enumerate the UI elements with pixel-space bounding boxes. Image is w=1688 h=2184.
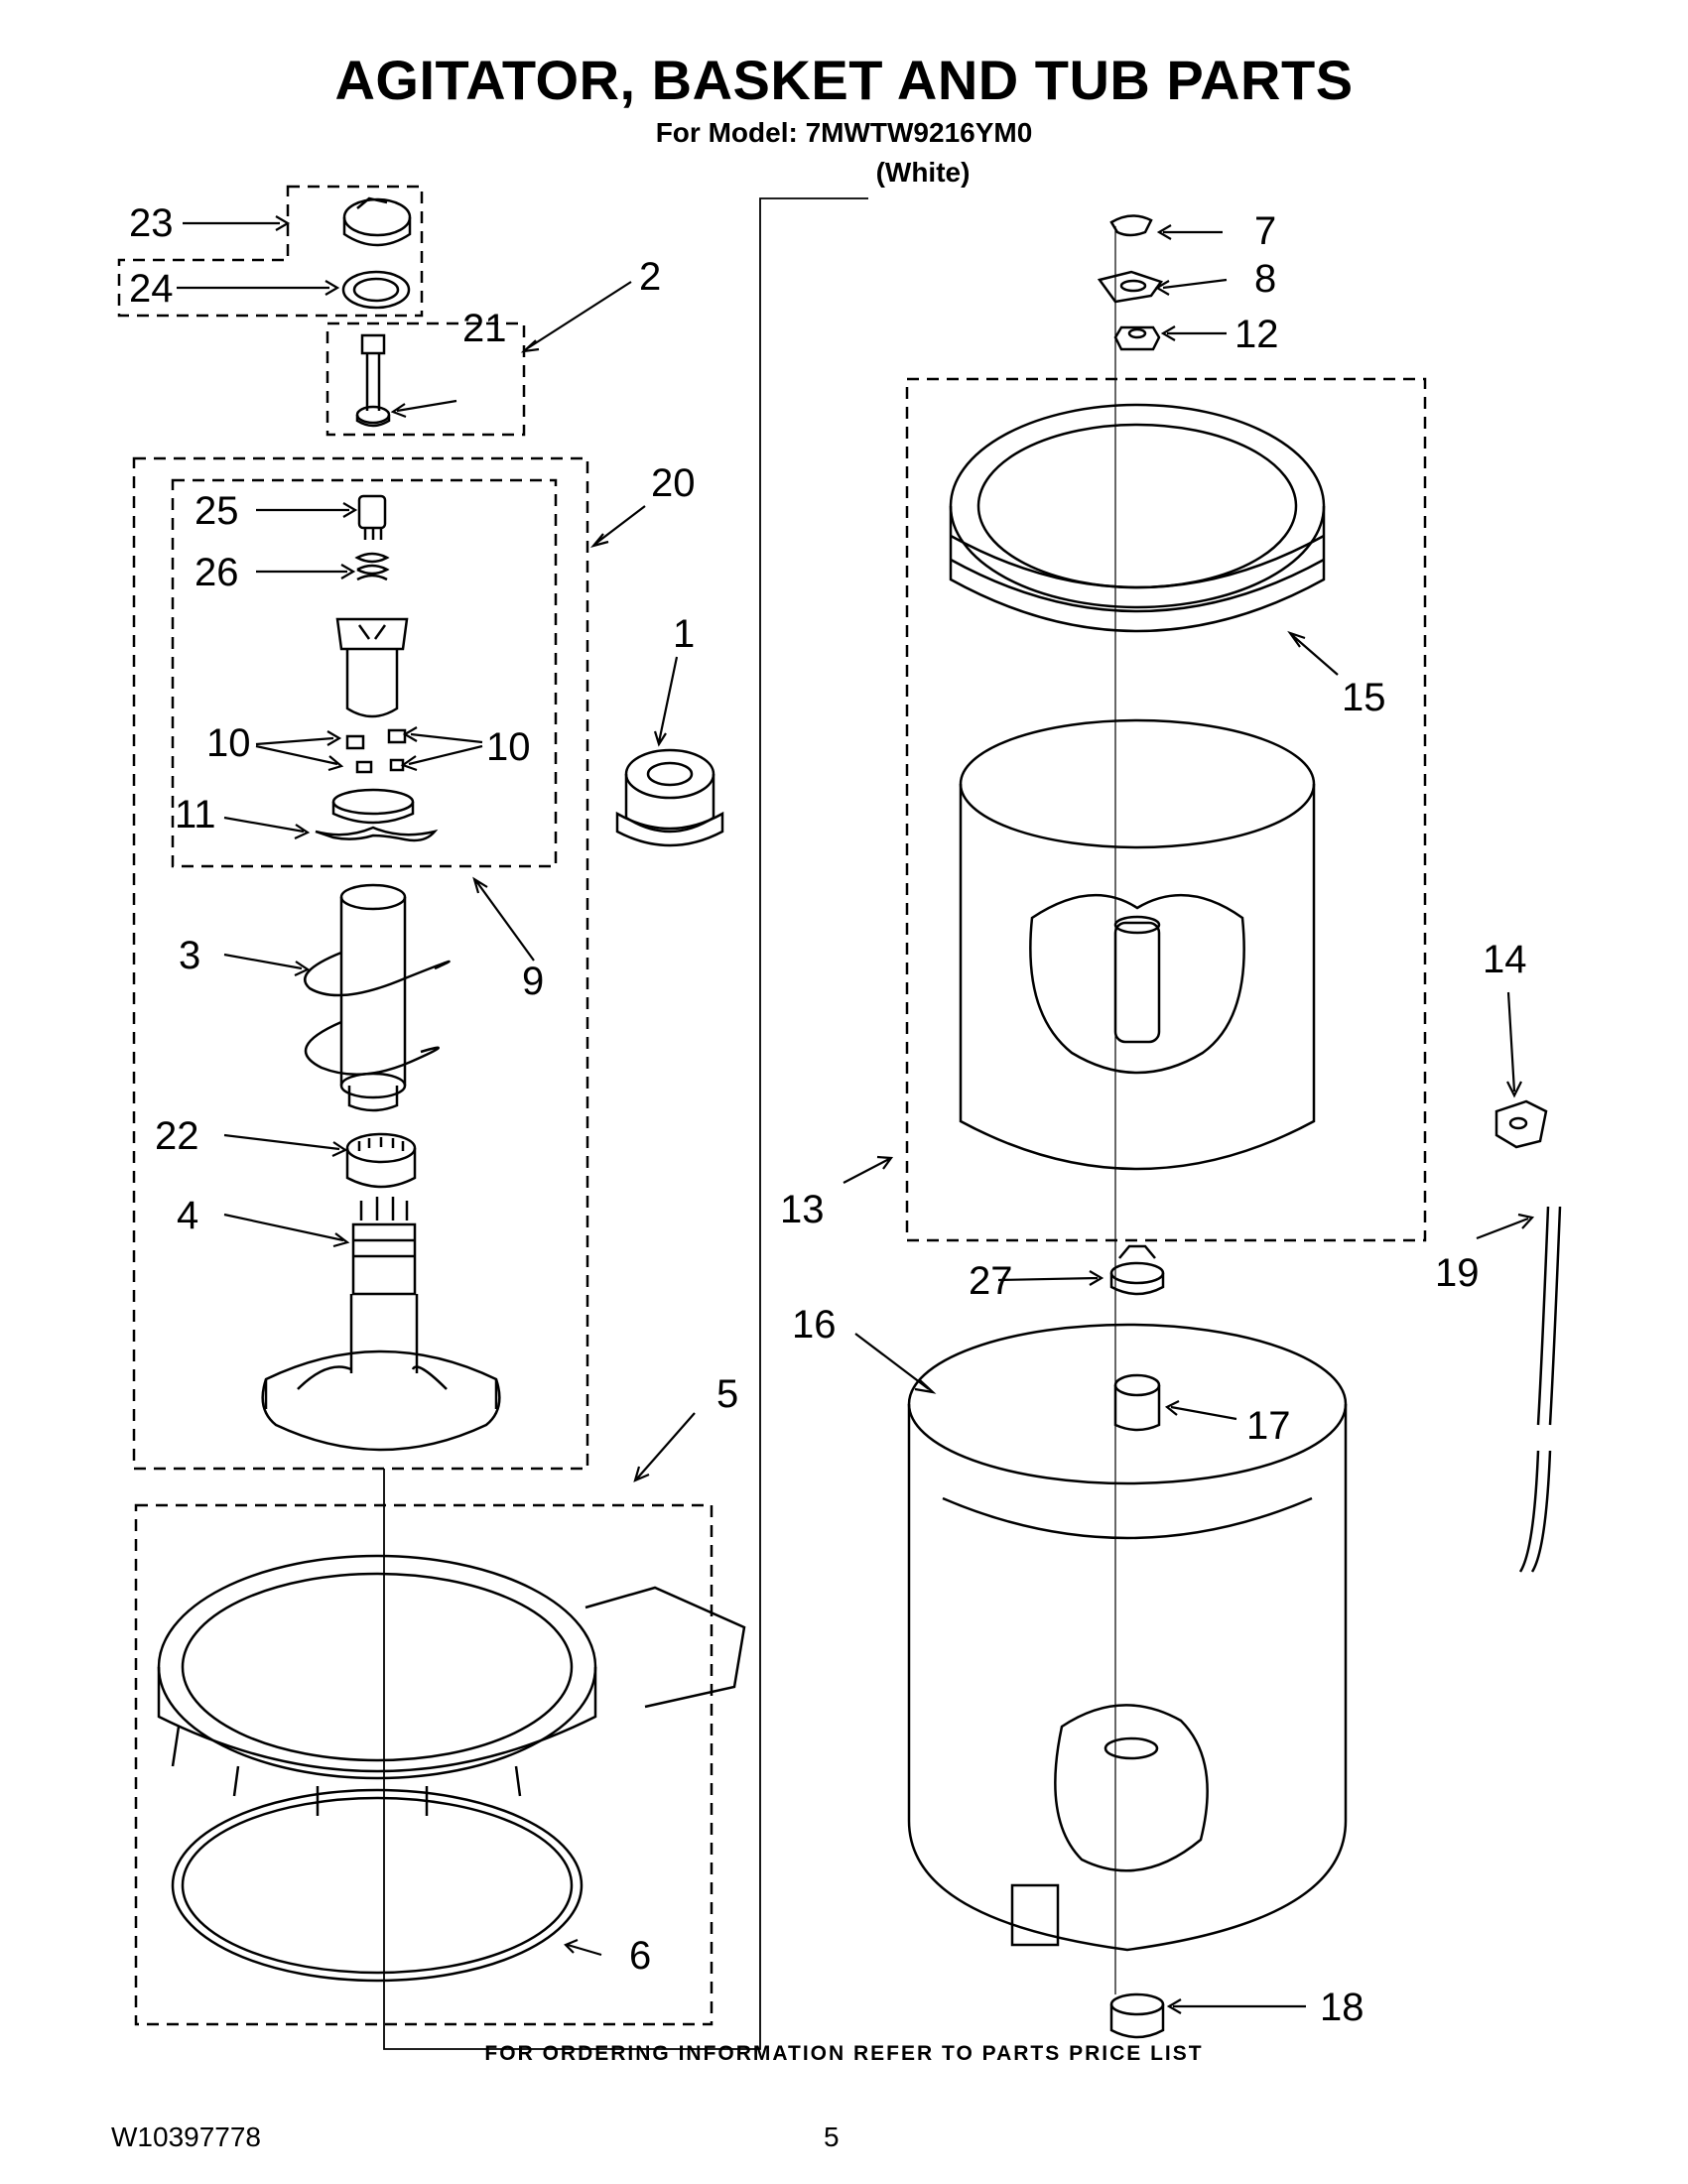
cam-cap-part-25	[357, 494, 387, 540]
callout-labels: 23 24 2 21 20 25 26 10 10 11 1 9 3 22 4 …	[129, 201, 1527, 2029]
callout-2: 2	[639, 255, 661, 299]
callout-10b: 10	[486, 725, 531, 769]
callout-25: 25	[195, 489, 239, 533]
page-title: AGITATOR, BASKET AND TUB PARTS	[334, 49, 1354, 111]
callout-14: 14	[1483, 938, 1527, 981]
spanner-nut-part-12	[1113, 325, 1161, 351]
cam-housing	[335, 617, 409, 718]
color-variant: (White)	[875, 157, 971, 188]
callout-20: 20	[651, 461, 696, 505]
drive-clamp-part-27	[1109, 1244, 1165, 1296]
dogs-part-10	[345, 728, 407, 774]
callout-18: 18	[1320, 1986, 1364, 2029]
drain-plug-part-18	[1109, 1992, 1165, 2039]
hub-nut-part-7	[1109, 214, 1153, 237]
page-number: 5	[824, 2121, 840, 2152]
callout-26: 26	[195, 551, 239, 594]
bolt-washer-part-21	[355, 333, 391, 428]
assembly-connector-line	[383, 197, 868, 2050]
hose-part-19	[1518, 1206, 1562, 1573]
model-subtitle: For Model: 7MWTW9216YM0	[655, 117, 1033, 148]
document-id: W10397778	[111, 2121, 262, 2152]
callout-10a: 10	[206, 721, 251, 765]
callout-4: 4	[177, 1194, 198, 1237]
callout-24: 24	[129, 267, 174, 311]
group-box-9	[171, 478, 558, 868]
agitator-base-part-4	[261, 1197, 501, 1452]
auger-part-3	[304, 883, 451, 1112]
callout-13: 13	[780, 1188, 825, 1231]
group-box-5	[134, 1503, 714, 2026]
drive-bell-part-22	[345, 1132, 417, 1189]
tub-bearing-part-17	[1113, 1373, 1161, 1432]
callout-23: 23	[129, 201, 174, 245]
callout-21: 21	[462, 307, 507, 350]
callout-27: 27	[969, 1259, 1013, 1303]
callout-19: 19	[1435, 1251, 1480, 1295]
callout-12: 12	[1234, 313, 1279, 356]
group-box-13	[905, 377, 1427, 1242]
callout-7: 7	[1254, 209, 1276, 253]
group-box-21	[325, 321, 526, 437]
callout-16: 16	[792, 1303, 837, 1347]
cam-base-part-11	[315, 788, 439, 842]
hub-plate-part-8	[1097, 270, 1164, 304]
leader-lines	[177, 215, 1535, 2014]
outer-tub-part-16	[907, 1323, 1348, 1952]
callout-9: 9	[522, 960, 544, 1003]
callout-1: 1	[673, 612, 695, 656]
callout-17: 17	[1246, 1404, 1291, 1448]
callout-11: 11	[175, 793, 216, 836]
callout-15: 15	[1342, 676, 1386, 719]
tub-ring-gasket-part-6	[171, 1788, 584, 1983]
agitator-cap-part-23	[342, 196, 412, 247]
tub-ring-part-5	[157, 1554, 746, 1816]
cap-seal-part-24	[341, 270, 411, 310]
group-box-20	[132, 456, 589, 1471]
callout-6: 6	[629, 1934, 651, 1978]
clip-part-14	[1494, 1099, 1548, 1149]
wash-basket-part-13	[959, 718, 1316, 1171]
tub-seal-part-1	[615, 748, 724, 847]
callout-8: 8	[1254, 257, 1276, 301]
callout-3: 3	[179, 934, 200, 977]
group-box-23-24	[117, 185, 424, 318]
spring-part-26	[354, 552, 390, 581]
callout-5: 5	[716, 1372, 738, 1416]
ordering-note: FOR ORDERING INFORMATION REFER TO PARTS …	[484, 2042, 1204, 2065]
balance-ring-part-15	[949, 403, 1326, 633]
callout-22: 22	[155, 1114, 199, 1158]
